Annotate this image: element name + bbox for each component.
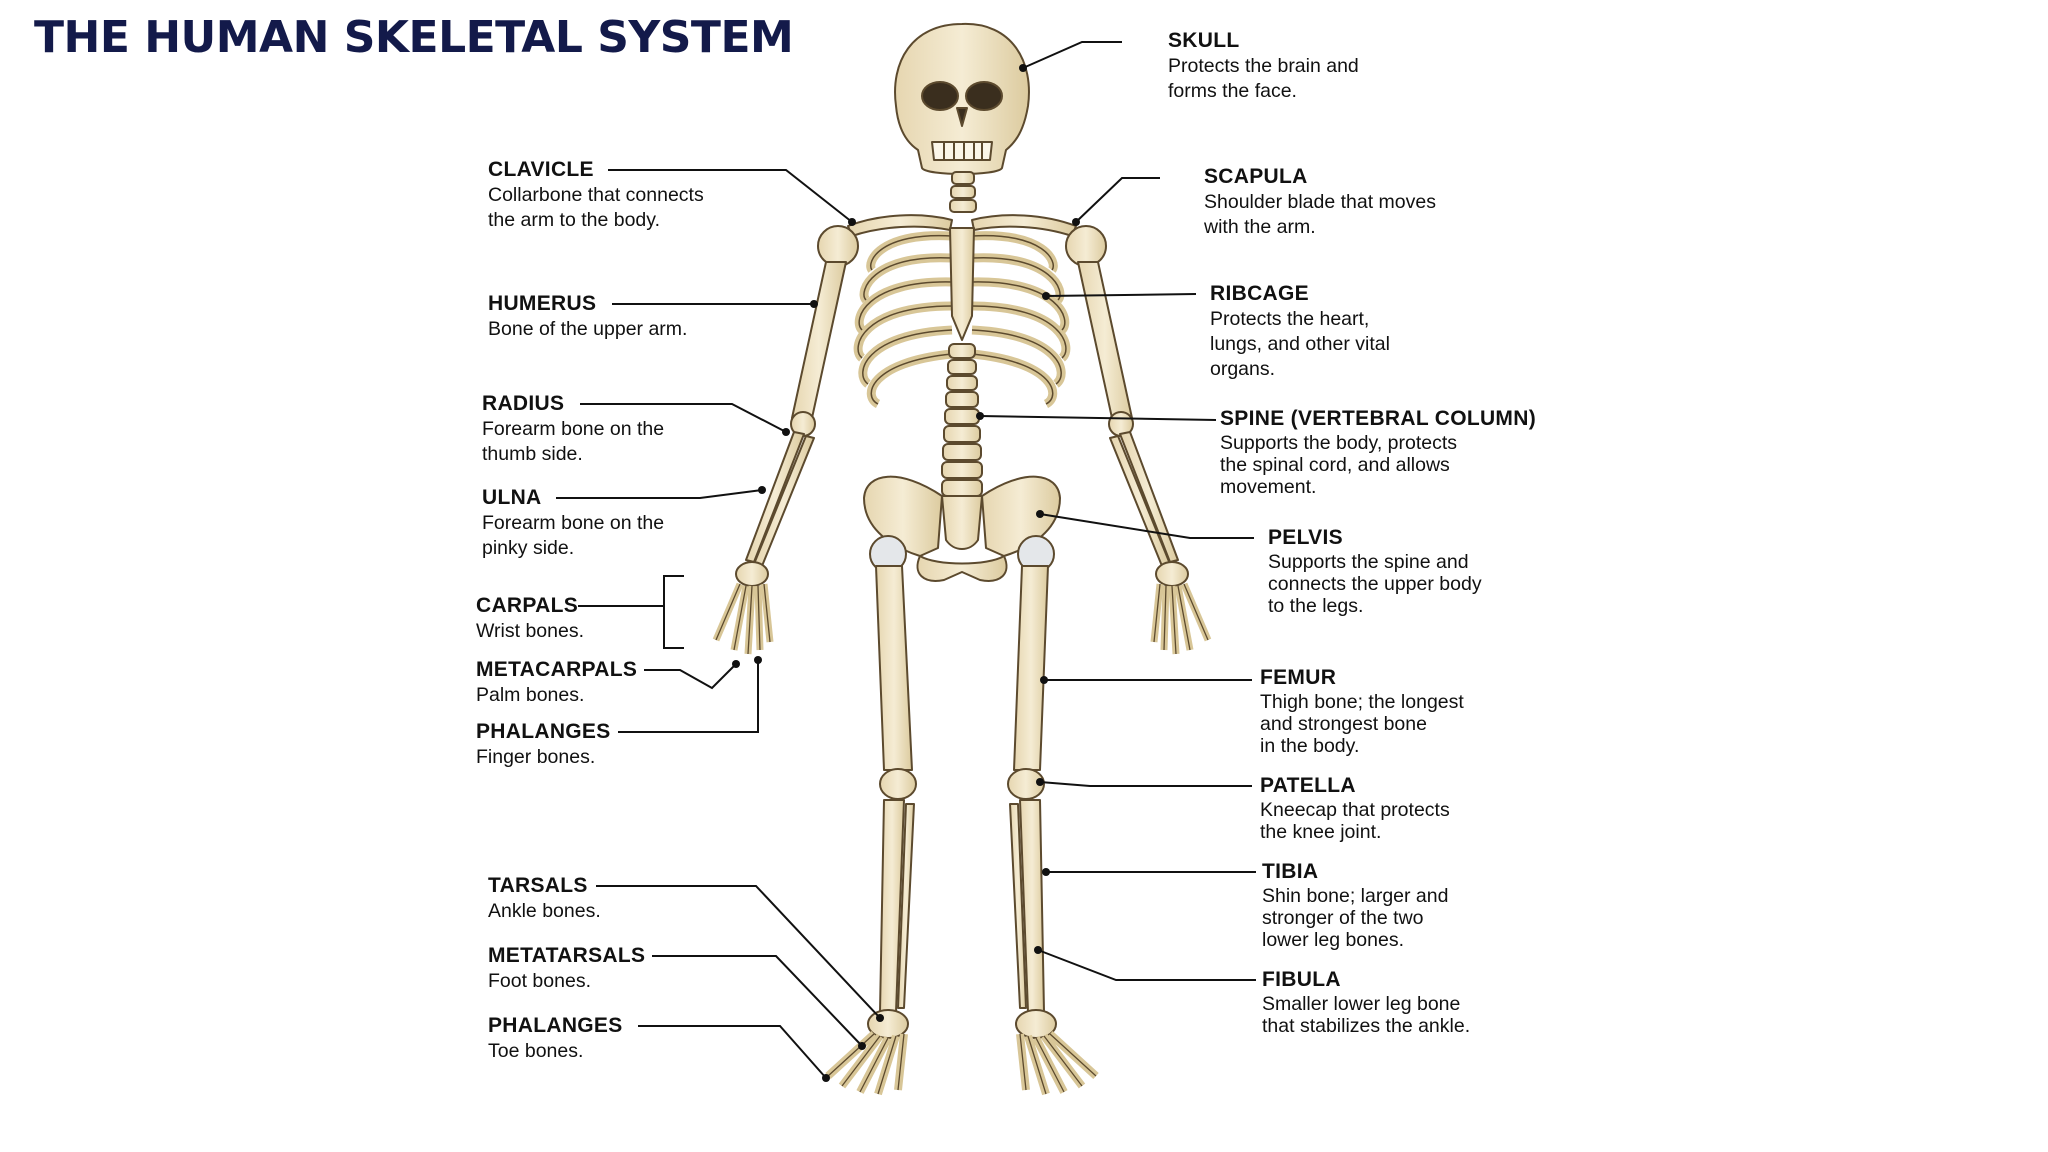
label-fibula-desc: Smaller lower leg bone that stabilizes t… — [1262, 993, 1470, 1037]
label-spine: SPINE (VERTEBRAL COLUMN) Supports the bo… — [1220, 406, 1536, 498]
label-metatarsals: METATARSALS Foot bones. — [488, 943, 645, 994]
label-pelvis: PELVIS Supports the spine and connects t… — [1268, 525, 1482, 617]
label-tibia: TIBIA Shin bone; larger and stronger of … — [1262, 859, 1448, 951]
skull-bone — [895, 24, 1029, 174]
label-tibia-name: TIBIA — [1262, 859, 1448, 885]
label-ribcage: RIBCAGE Protects the heart, lungs, and o… — [1210, 281, 1390, 382]
leader-fibula — [1038, 950, 1256, 980]
label-radius-desc: Forearm bone on the thumb side. — [482, 417, 664, 467]
leader-spine — [980, 416, 1216, 420]
left-patella-bone — [880, 769, 916, 799]
label-femur-desc: Thigh bone; the longest and strongest bo… — [1260, 691, 1464, 757]
label-foot-phalanges-desc: Toe bones. — [488, 1039, 623, 1064]
leader-ribcage — [1046, 294, 1196, 296]
skeleton-figure — [716, 24, 1208, 1094]
label-tarsals-desc: Ankle bones. — [488, 899, 601, 924]
label-scapula-desc: Shoulder blade that moves with the arm. — [1204, 190, 1436, 240]
left-ulna-bone — [754, 436, 814, 566]
right-radius-bone — [1120, 432, 1178, 562]
right-femur-bone — [1014, 566, 1048, 770]
left-radius-bone — [746, 432, 804, 562]
label-pelvis-name: PELVIS — [1268, 525, 1482, 551]
leader-hand-phalanges — [618, 660, 758, 732]
label-ulna-desc: Forearm bone on the pinky side. — [482, 511, 664, 561]
label-tibia-desc: Shin bone; larger and stronger of the tw… — [1262, 885, 1448, 951]
label-femur: FEMUR Thigh bone; the longest and strong… — [1260, 665, 1464, 757]
label-metacarpals: METACARPALS Palm bones. — [476, 657, 637, 708]
label-spine-desc: Supports the body, protects the spinal c… — [1220, 432, 1536, 498]
label-fibula: FIBULA Smaller lower leg bone that stabi… — [1262, 967, 1470, 1037]
label-fibula-name: FIBULA — [1262, 967, 1470, 993]
label-humerus-desc: Bone of the upper arm. — [488, 317, 687, 342]
label-patella-desc: Kneecap that protects the knee joint. — [1260, 799, 1450, 843]
label-carpals-name: CARPALS — [476, 593, 584, 619]
label-metatarsals-desc: Foot bones. — [488, 969, 645, 994]
leader-foot-phalanges — [638, 1026, 826, 1078]
left-shoulder-joint — [818, 226, 858, 266]
label-skull-name: SKULL — [1168, 28, 1359, 54]
leader-patella — [1040, 782, 1252, 786]
leader-carpals-bracket — [664, 576, 684, 648]
spine-vertebrae — [942, 344, 982, 496]
leader-skull — [1023, 42, 1122, 68]
label-clavicle: CLAVICLE Collarbone that connects the ar… — [488, 157, 704, 233]
label-foot-phalanges-name: PHALANGES — [488, 1013, 623, 1039]
label-carpals: CARPALS Wrist bones. — [476, 593, 584, 644]
label-metacarpals-name: METACARPALS — [476, 657, 637, 683]
left-hand-bones — [716, 562, 770, 654]
right-ulna-bone — [1110, 436, 1170, 566]
label-tarsals-name: TARSALS — [488, 873, 601, 899]
label-metatarsals-name: METATARSALS — [488, 943, 645, 969]
label-ribcage-desc: Protects the heart, lungs, and other vit… — [1210, 307, 1390, 382]
label-skull: SKULL Protects the brain and forms the f… — [1168, 28, 1359, 104]
label-clavicle-desc: Collarbone that connects the arm to the … — [488, 183, 704, 233]
label-hand-phalanges: PHALANGES Finger bones. — [476, 719, 611, 770]
sternum-bone — [950, 228, 974, 340]
right-foot-bones — [1016, 1010, 1096, 1094]
label-carpals-desc: Wrist bones. — [476, 619, 584, 644]
left-humerus-bone — [792, 262, 846, 424]
label-radius: RADIUS Forearm bone on the thumb side. — [482, 391, 664, 467]
label-patella: PATELLA Kneecap that protects the knee j… — [1260, 773, 1450, 843]
label-foot-phalanges: PHALANGES Toe bones. — [488, 1013, 623, 1064]
label-tarsals: TARSALS Ankle bones. — [488, 873, 601, 924]
label-pelvis-desc: Supports the spine and connects the uppe… — [1268, 551, 1482, 617]
label-femur-name: FEMUR — [1260, 665, 1464, 691]
label-scapula: SCAPULA Shoulder blade that moves with t… — [1204, 164, 1436, 240]
right-hand-bones — [1154, 562, 1208, 654]
label-scapula-name: SCAPULA — [1204, 164, 1436, 190]
label-spine-name: SPINE (VERTEBRAL COLUMN) — [1220, 406, 1536, 432]
label-ribcage-name: RIBCAGE — [1210, 281, 1390, 307]
right-humerus-bone — [1078, 262, 1132, 424]
leader-scapula — [1076, 178, 1160, 222]
leader-metacarpals — [644, 664, 736, 688]
label-ulna-name: ULNA — [482, 485, 664, 511]
left-femur-bone — [876, 566, 912, 770]
label-hand-phalanges-desc: Finger bones. — [476, 745, 611, 770]
label-ulna: ULNA Forearm bone on the pinky side. — [482, 485, 664, 561]
label-clavicle-name: CLAVICLE — [488, 157, 704, 183]
label-skull-desc: Protects the brain and forms the face. — [1168, 54, 1359, 104]
label-humerus: HUMERUS Bone of the upper arm. — [488, 291, 687, 342]
label-patella-name: PATELLA — [1260, 773, 1450, 799]
leader-metatarsals — [652, 956, 862, 1046]
cervical-vertebrae — [950, 172, 976, 212]
label-hand-phalanges-name: PHALANGES — [476, 719, 611, 745]
right-shoulder-joint — [1066, 226, 1106, 266]
label-humerus-name: HUMERUS — [488, 291, 687, 317]
label-radius-name: RADIUS — [482, 391, 664, 417]
label-metacarpals-desc: Palm bones. — [476, 683, 637, 708]
